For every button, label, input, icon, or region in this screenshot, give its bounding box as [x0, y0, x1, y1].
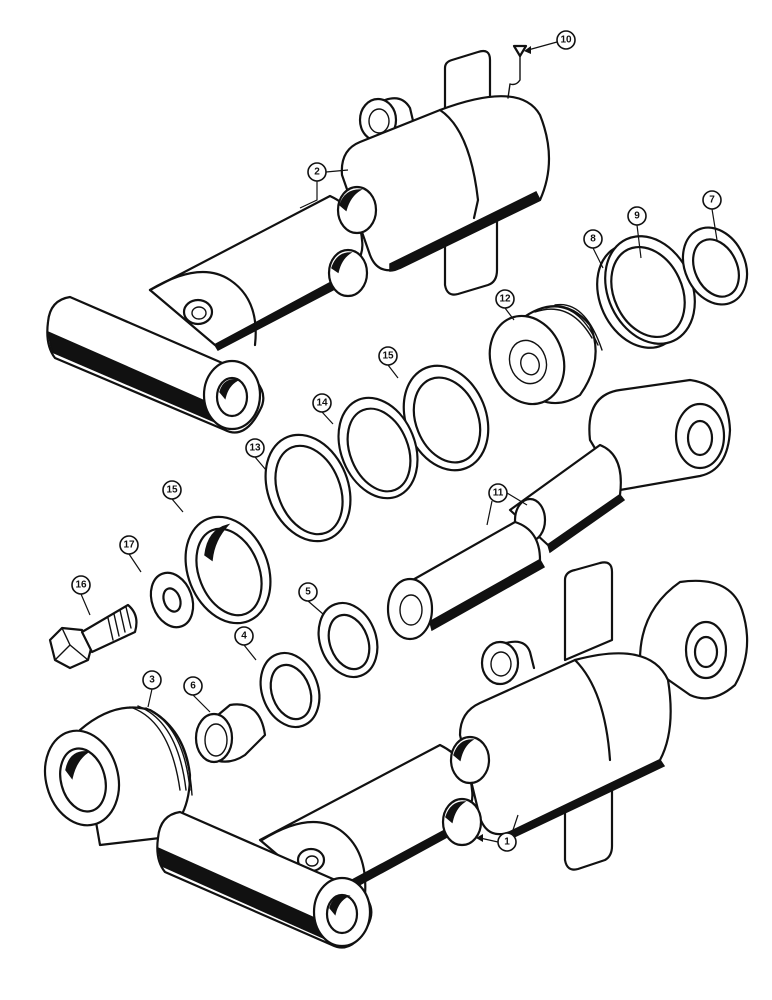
svg-text:16: 16: [75, 580, 87, 591]
callout-2: 2: [307, 162, 327, 182]
grease-fitting: [507, 44, 528, 99]
callout-16: 16: [71, 575, 91, 595]
callout-6: 6: [183, 676, 203, 696]
svg-text:17: 17: [123, 540, 135, 551]
callout-3: 3: [142, 670, 162, 690]
callout-17: 17: [119, 535, 139, 555]
upper-cylinder-barrel: [46, 49, 551, 434]
callout-7: 7: [702, 190, 722, 210]
svg-text:1: 1: [504, 837, 510, 848]
callout-1: 1: [497, 832, 517, 852]
callout-11: 11: [488, 483, 508, 503]
svg-text:13: 13: [249, 443, 261, 454]
rings-13-14-15: [184, 364, 490, 625]
svg-text:12: 12: [499, 294, 511, 305]
leader-lines: [80, 41, 718, 843]
lower-cylinder-barrel: [156, 561, 749, 949]
gland: [43, 705, 193, 847]
bolt-and-washer: [48, 571, 195, 670]
svg-text:8: 8: [590, 234, 596, 245]
callout-4: 4: [234, 626, 254, 646]
callout-9: 9: [627, 206, 647, 226]
callout-14: 14: [312, 393, 332, 413]
callout-12: 12: [495, 289, 515, 309]
svg-text:2: 2: [314, 167, 320, 178]
svg-text:15: 15: [382, 351, 394, 362]
callout-8: 8: [583, 229, 603, 249]
svg-text:4: 4: [241, 631, 247, 642]
callout-5: 5: [298, 582, 318, 602]
callout-15-upper: 15: [378, 346, 398, 366]
piston-rod: [386, 378, 732, 641]
svg-text:7: 7: [709, 195, 715, 206]
seal-rings-7-8-9: [596, 226, 749, 349]
svg-text:15: 15: [166, 485, 178, 496]
svg-text:5: 5: [305, 587, 311, 598]
svg-text:11: 11: [493, 488, 504, 499]
wipers-and-bushing: [194, 601, 379, 764]
callout-13: 13: [245, 438, 265, 458]
svg-text:9: 9: [634, 211, 640, 222]
svg-text:14: 14: [316, 398, 328, 409]
svg-text:3: 3: [149, 675, 155, 686]
callout-10: 10: [556, 30, 576, 50]
svg-text:10: 10: [560, 35, 572, 46]
svg-text:6: 6: [190, 681, 196, 692]
callout-15-lower: 15: [162, 480, 182, 500]
piston: [488, 303, 603, 406]
